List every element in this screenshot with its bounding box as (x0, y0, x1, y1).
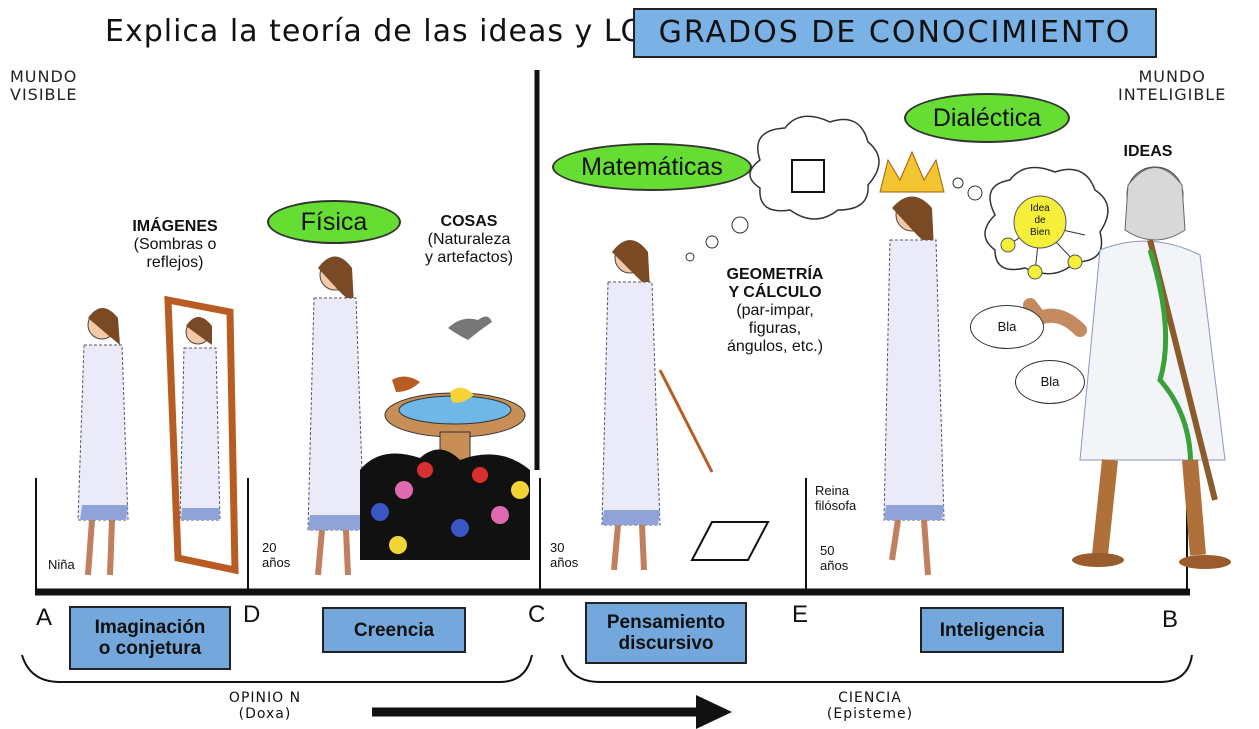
figure-adulta-30 (601, 240, 714, 571)
stage-pensamiento: Pensamiento discursivo (585, 602, 747, 664)
title-highlight-box: GRADOS DE CONOCIMIENTO (633, 8, 1157, 58)
idea-bien-line2: de (1034, 215, 1046, 226)
parallelogram-shape (690, 521, 770, 561)
opinion-brace (21, 654, 533, 683)
figure-reflection (179, 317, 221, 521)
geometria-line2: Y CÁLCULO (728, 284, 822, 301)
imagenes-line2: reflejos) (146, 254, 204, 271)
thought-cloud-idea (952, 166, 1109, 280)
flowers-bush (360, 449, 530, 560)
speech-bubble-1: Bla (970, 305, 1044, 349)
point-a: A (36, 604, 53, 631)
cosas-title: COSAS (440, 213, 498, 230)
age-50-number: 50 (820, 543, 835, 558)
point-e: E (792, 601, 809, 628)
ciencia-line2: (Episteme) (826, 706, 914, 722)
imagenes-label: IMÁGENES (Sombras o reflejos) (95, 218, 255, 272)
age-30-label: 30 años (550, 540, 578, 570)
mundo-inteligible-label: MUNDO INTELIGIBLE (1118, 68, 1226, 104)
age-30-number: 30 (550, 540, 565, 555)
mirror-frame (164, 295, 239, 575)
idea-bien-line1: Idea (1030, 203, 1050, 214)
age-30-unit: años (550, 555, 579, 570)
geometria-line1: GEOMETRÍA (726, 266, 824, 283)
mundo-inteligible-line1: MUNDO (1138, 67, 1206, 86)
age-50-label: 50 años (820, 543, 848, 573)
point-d: D (243, 601, 261, 628)
ideas-label: IDEAS (1123, 143, 1173, 160)
reina-line1: Reina (815, 483, 849, 498)
reina-line2: filósofa (815, 498, 857, 513)
age-20-unit: años (262, 555, 291, 570)
ciencia-label: CIENCIA (Episteme) (815, 690, 925, 722)
oval-matematicas: Matemáticas (552, 143, 752, 191)
stage-imaginacion: Imaginación o conjetura (69, 606, 231, 670)
cosas-line1: (Naturaleza (427, 231, 511, 248)
speech-bubble-2: Bla (1015, 360, 1085, 404)
figure-joven-20 (307, 256, 365, 576)
idea-de-bien-label: Idea de Bien (1018, 203, 1062, 239)
imagenes-line1: (Sombras o (133, 236, 217, 253)
stage-pensamiento-line1: Pensamiento (606, 612, 726, 633)
mundo-inteligible-line2: INTELIGIBLE (1118, 85, 1227, 104)
mundo-visible-line1: MUNDO (10, 67, 78, 86)
opinion-line1: OPINIO N (228, 690, 302, 706)
cosas-label: COSAS (Naturaleza y artefactos) (405, 213, 533, 267)
mundo-visible-line2: VISIBLE (10, 85, 78, 104)
stage-creencia: Creencia (322, 607, 466, 653)
stage-inteligencia: Inteligencia (920, 607, 1064, 653)
age-20-number: 20 (262, 540, 277, 555)
oval-dialectica: Dialéctica (904, 93, 1070, 143)
mundo-visible-label: MUNDO VISIBLE (10, 68, 78, 104)
thought-cloud-square (685, 115, 880, 262)
cosas-line2: y artefactos) (424, 249, 514, 266)
point-c: C (528, 601, 546, 628)
nina-label: Niña (48, 557, 75, 572)
point-b: B (1162, 606, 1179, 633)
diagram-title: Explica la teoría de las ideas y LOS (105, 14, 666, 49)
age-50-unit: años (820, 558, 849, 573)
reina-label: Reina filósofa (815, 483, 856, 513)
figure-platon (1023, 166, 1231, 569)
bird-grey (448, 316, 492, 340)
geometria-line5: ángulos, etc.) (726, 338, 824, 355)
imagenes-title: IMÁGENES (132, 218, 218, 235)
opinion-line2: (Doxa) (238, 706, 292, 722)
figure-nina (77, 308, 129, 576)
ciencia-brace (561, 654, 1193, 683)
stage-pensamiento-line2: discursivo (618, 633, 714, 654)
opinion-label: OPINIO N (Doxa) (215, 690, 315, 722)
age-20-label: 20 años (262, 540, 290, 570)
ciencia-line1: CIENCIA (838, 690, 902, 706)
figure-reina (879, 150, 945, 576)
geometria-line4: figuras, (748, 320, 802, 337)
stage-imaginacion-line1: Imaginación (94, 617, 206, 638)
geometria-line3: (par-impar, (736, 302, 814, 319)
stage-imaginacion-line2: o conjetura (98, 638, 202, 659)
oval-fisica: Física (267, 200, 401, 244)
idea-bien-line3: Bien (1029, 227, 1050, 238)
progress-arrow-head (696, 695, 732, 729)
geometria-label: GEOMETRÍA Y CÁLCULO (par-impar, figuras,… (700, 266, 850, 356)
